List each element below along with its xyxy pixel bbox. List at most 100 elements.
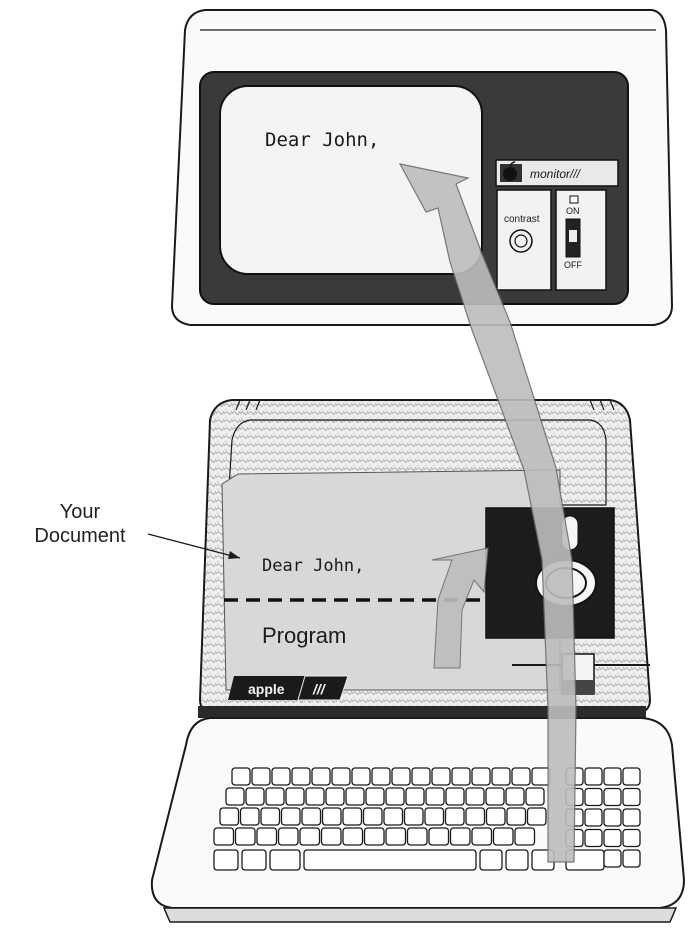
monitor-brand-text: monitor/// xyxy=(530,167,582,181)
keyboard-key[interactable] xyxy=(426,788,444,805)
keyboard-key[interactable] xyxy=(451,828,471,845)
keyboard-key[interactable] xyxy=(266,788,284,805)
keyboard-key[interactable] xyxy=(257,828,277,845)
computer-unit: Dear John, Program apple /// xyxy=(200,400,650,714)
keyboard-key[interactable] xyxy=(323,808,342,825)
keyboard-key[interactable] xyxy=(261,808,280,825)
keyboard-key[interactable] xyxy=(486,788,504,805)
keyboard-key[interactable] xyxy=(492,768,510,785)
keyboard-key[interactable] xyxy=(623,809,640,826)
keyboard-key[interactable] xyxy=(304,850,476,870)
keyboard-key[interactable] xyxy=(515,828,535,845)
keyboard-key[interactable] xyxy=(352,768,370,785)
keyboard-key[interactable] xyxy=(242,850,266,870)
keyboard-key[interactable] xyxy=(252,768,270,785)
keyboard-key[interactable] xyxy=(604,768,621,785)
keyboard-key[interactable] xyxy=(446,808,465,825)
keyboard-key[interactable] xyxy=(585,789,602,806)
keyboard-key[interactable] xyxy=(507,808,526,825)
keyboard-key[interactable] xyxy=(408,828,428,845)
keyboard-front-edge xyxy=(164,908,676,922)
keyboard-key[interactable] xyxy=(472,768,490,785)
keyboard-key[interactable] xyxy=(412,768,430,785)
keyboard-key[interactable] xyxy=(386,788,404,805)
keyboard-key[interactable] xyxy=(512,768,530,785)
keyboard-key[interactable] xyxy=(292,768,310,785)
keyboard-key[interactable] xyxy=(480,850,502,870)
keyboard-key[interactable] xyxy=(366,788,384,805)
keyboard-key[interactable] xyxy=(306,788,324,805)
keyboard-key[interactable] xyxy=(272,768,290,785)
keyboard-key[interactable] xyxy=(604,789,621,806)
keyboard-key[interactable] xyxy=(236,828,256,845)
keyboard-key[interactable] xyxy=(364,808,383,825)
keyboard-key[interactable] xyxy=(472,828,492,845)
keyboard-key[interactable] xyxy=(214,828,234,845)
keyboard-key[interactable] xyxy=(446,788,464,805)
keyboard-key[interactable] xyxy=(392,768,410,785)
keyboard-key[interactable] xyxy=(332,768,350,785)
your-document-line1: Your xyxy=(0,500,160,524)
keyboard-key[interactable] xyxy=(604,809,621,826)
keyboard-key[interactable] xyxy=(506,788,524,805)
keyboard-key[interactable] xyxy=(604,850,621,867)
keyboard-key[interactable] xyxy=(623,789,640,806)
keyboard-key[interactable] xyxy=(270,850,300,870)
keyboard-key[interactable] xyxy=(506,850,528,870)
power-indicator xyxy=(570,196,578,203)
keyboard-key[interactable] xyxy=(585,830,602,847)
switch-off-label: OFF xyxy=(564,260,582,270)
keyboard-key[interactable] xyxy=(623,768,640,785)
keyboard-key[interactable] xyxy=(406,788,424,805)
keyboard-key[interactable] xyxy=(487,808,506,825)
keyboard-key[interactable] xyxy=(585,809,602,826)
your-document-line2: Document xyxy=(0,524,160,548)
keyboard-key[interactable] xyxy=(532,768,550,785)
keyboard-key[interactable] xyxy=(300,828,320,845)
keyboard-key[interactable] xyxy=(365,828,385,845)
keyboard-key[interactable] xyxy=(343,828,363,845)
keyboard-key[interactable] xyxy=(232,768,250,785)
keyboard-key[interactable] xyxy=(425,808,444,825)
keyboard-key[interactable] xyxy=(494,828,514,845)
keyboard-key[interactable] xyxy=(372,768,390,785)
keyboard-key[interactable] xyxy=(279,828,299,845)
keyboard-key[interactable] xyxy=(604,830,621,847)
keyboard-base xyxy=(198,706,646,718)
keyboard-key[interactable] xyxy=(432,768,450,785)
keyboard-key[interactable] xyxy=(526,788,544,805)
document-text: Dear John, xyxy=(262,556,364,576)
keyboard-key[interactable] xyxy=(452,768,470,785)
contrast-label: contrast xyxy=(504,214,540,225)
keyboard-key[interactable] xyxy=(312,768,330,785)
keyboard-key[interactable] xyxy=(302,808,321,825)
keyboard-key[interactable] xyxy=(528,808,547,825)
keyboard-key[interactable] xyxy=(386,828,406,845)
keyboard-key[interactable] xyxy=(286,788,304,805)
keyboard-key[interactable] xyxy=(326,788,344,805)
keyboard-key[interactable] xyxy=(241,808,260,825)
keyboard-key[interactable] xyxy=(322,828,342,845)
keyboard-key[interactable] xyxy=(220,808,239,825)
keyboard-key[interactable] xyxy=(466,788,484,805)
keyboard-key[interactable] xyxy=(466,808,485,825)
keyboard xyxy=(152,706,684,922)
power-switch-icon[interactable] xyxy=(566,219,580,257)
keyboard-key[interactable] xyxy=(429,828,449,845)
screen-text: Dear John, xyxy=(265,129,379,151)
keyboard-key[interactable] xyxy=(343,808,362,825)
keyboard-key[interactable] xyxy=(226,788,244,805)
keyboard-key[interactable] xyxy=(405,808,424,825)
program-label: Program xyxy=(262,623,346,648)
keyboard-key[interactable] xyxy=(246,788,264,805)
keyboard-key[interactable] xyxy=(282,808,301,825)
keyboard-key[interactable] xyxy=(384,808,403,825)
keyboard-key[interactable] xyxy=(346,788,364,805)
keyboard-key[interactable] xyxy=(623,850,640,867)
keyboard-key[interactable] xyxy=(623,830,640,847)
contrast-panel xyxy=(497,190,551,290)
monitor: Dear John, monitor/// contrast ON OFF xyxy=(172,10,672,325)
keyboard-key[interactable] xyxy=(585,768,602,785)
keyboard-key[interactable] xyxy=(214,850,238,870)
